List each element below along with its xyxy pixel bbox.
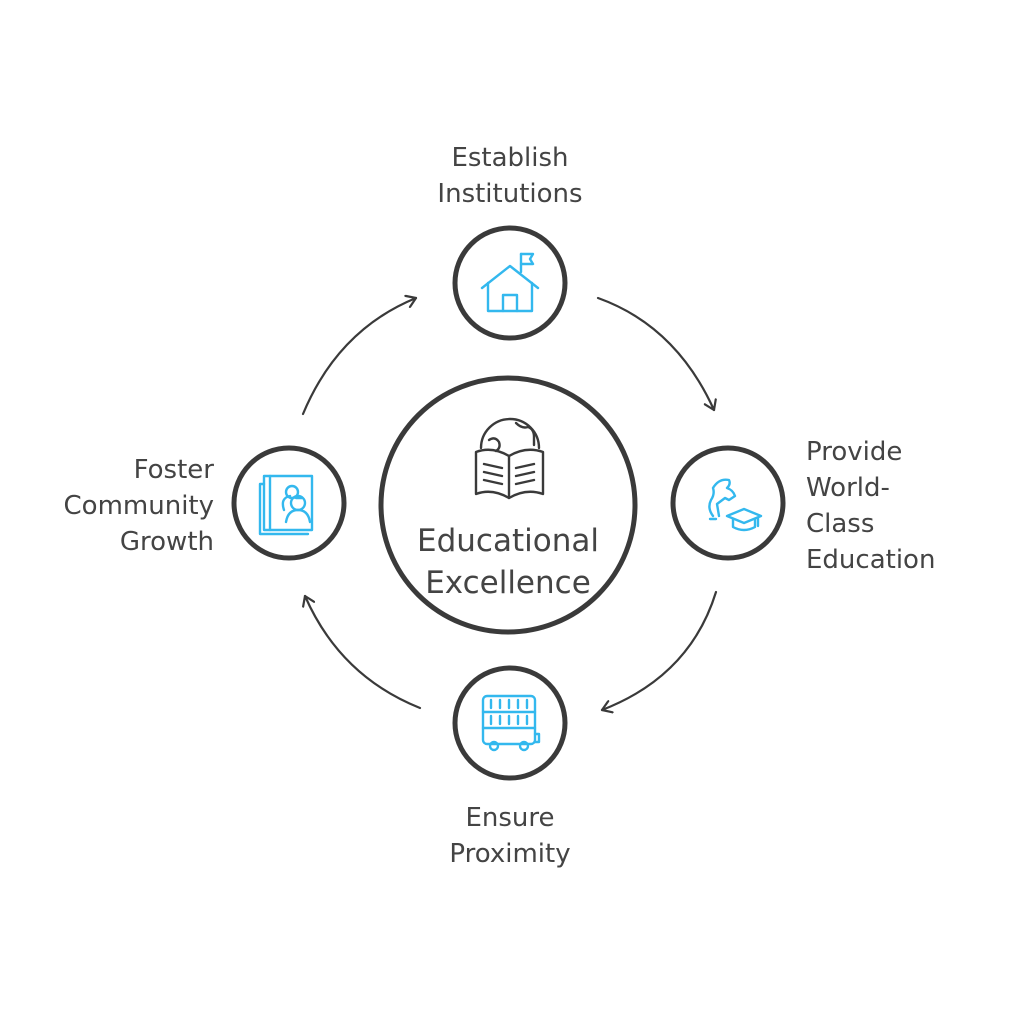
node-label-left-line3: Growth	[119, 527, 214, 557]
node-label-left-line1: Foster	[133, 455, 214, 485]
arrow-right-to-bottom	[600, 590, 718, 710]
center-circle	[378, 375, 638, 635]
node-label-right: Provide World- Class Education	[806, 434, 1006, 578]
node-label-top-line1: Establish	[451, 143, 569, 173]
arrow-left-to-top	[301, 298, 418, 416]
node-label-top-line2: Institutions	[437, 179, 583, 209]
node-label-bottom-line1: Ensure	[465, 803, 555, 833]
center-title-line1: Educational	[417, 523, 599, 559]
arrow-bottom-to-left	[305, 594, 422, 710]
node-label-right-line1: Provide	[806, 437, 903, 467]
center-title: Educational Excellence	[388, 520, 628, 604]
school-house-flag-icon	[480, 252, 540, 313]
community-book-icon	[258, 474, 314, 536]
node-circle-top	[452, 225, 568, 341]
center-title-line2: Excellence	[425, 565, 591, 601]
school-bus-icon	[481, 694, 541, 752]
node-circle-right	[670, 445, 786, 561]
globe-open-book-icon	[474, 417, 545, 500]
node-circle-bottom	[452, 665, 568, 781]
node-label-left: Foster Community Growth	[14, 452, 214, 560]
node-label-bottom: Ensure Proximity	[390, 800, 630, 872]
node-circle-left	[231, 445, 347, 561]
node-label-top: Establish Institutions	[390, 140, 630, 212]
arrow-top-to-right	[596, 296, 714, 412]
node-label-right-line2: World-	[806, 473, 890, 503]
node-label-right-line4: Education	[806, 545, 936, 575]
node-label-right-line3: Class	[806, 509, 875, 539]
node-label-left-line2: Community	[63, 491, 214, 521]
node-label-bottom-line2: Proximity	[449, 839, 571, 869]
person-graduation-cap-icon	[708, 478, 763, 532]
